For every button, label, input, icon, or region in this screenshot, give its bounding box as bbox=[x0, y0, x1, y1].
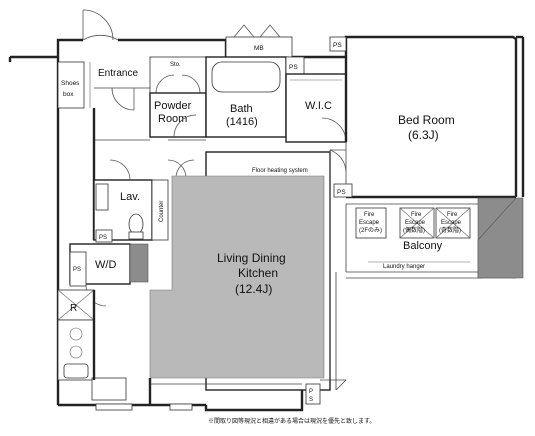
counter: Counter bbox=[151, 179, 169, 241]
bed-room-label-1: Bed Room bbox=[398, 113, 455, 127]
mb-label: MB bbox=[254, 45, 264, 52]
ps-label-bottom-s: S bbox=[309, 397, 313, 403]
bed-room: Bed Room (6.3J) bbox=[329, 57, 516, 205]
powder-room-label-1: Powder bbox=[154, 100, 192, 112]
washer-dryer: PS W/D bbox=[69, 243, 149, 307]
ldk-label-2: Kitchen bbox=[238, 266, 278, 280]
entrance-label: Entrance bbox=[98, 68, 138, 79]
fire-escape-1-line3: (2Fのみ) bbox=[359, 227, 382, 234]
bath-label-2: (1416) bbox=[226, 116, 258, 128]
fire-escape-3-line1: Fire bbox=[447, 212, 458, 218]
wic-label: W.I.C bbox=[305, 100, 332, 112]
fire-escape-2: Fire Escape (偶数階) bbox=[399, 207, 435, 239]
bath-label-1: Bath bbox=[230, 103, 253, 115]
walk-in-closet: W.I.C bbox=[285, 73, 347, 143]
floor-heating-area bbox=[149, 175, 325, 379]
fire-escape-1-line2: Escape bbox=[359, 220, 380, 226]
refrigerator-label: R bbox=[70, 303, 77, 314]
lavatory: Lav. bbox=[92, 108, 153, 241]
fire-escape-2-line3: (偶数階) bbox=[403, 226, 425, 234]
balcony-label: Balcony bbox=[403, 240, 443, 252]
bath: Bath (1416) bbox=[205, 56, 287, 138]
fire-escape-1-line1: Fire bbox=[364, 212, 375, 218]
counter-label: Counter bbox=[159, 201, 165, 222]
ps-label-bedroom: PS bbox=[337, 189, 346, 196]
ps-label-top: PS bbox=[333, 42, 342, 49]
entrance-door bbox=[82, 9, 119, 41]
laundry-hanger-label: Laundry hanger bbox=[383, 264, 425, 270]
fire-escape-2-line1: Fire bbox=[411, 212, 422, 218]
storage: Sto. bbox=[149, 56, 207, 94]
powder-room: Powder Room bbox=[149, 92, 207, 138]
ldk-label-3: (12.4J) bbox=[235, 282, 272, 296]
balcony: Balcony Laundry hanger bbox=[345, 197, 524, 279]
lav-label: Lav. bbox=[120, 191, 140, 203]
kitchen: R bbox=[57, 289, 127, 401]
storage-label: Sto. bbox=[170, 62, 181, 68]
footnote: ※間取り図等現況と相違がある場合は現況を優先と致します。 bbox=[208, 417, 375, 425]
meter-box-area: MB PS bbox=[225, 24, 347, 58]
shoes-box-label-1: Shoes bbox=[61, 80, 80, 87]
ps-label-lav: PS bbox=[99, 235, 107, 241]
bed-room-label-2: (6.3J) bbox=[408, 128, 439, 142]
ldk: Floor heating system Living Dining Kitch… bbox=[148, 150, 337, 405]
wd-label: W/D bbox=[95, 259, 116, 271]
fire-escape-2-line2: Escape bbox=[405, 220, 426, 226]
shoes-box-label-2: box bbox=[63, 91, 74, 98]
ps-label-wd: PS bbox=[73, 267, 81, 273]
bottom-window-marks bbox=[95, 403, 193, 411]
fire-escape-3: Fire Escape (奇数階) bbox=[435, 207, 471, 239]
shoes-box: Shoes box bbox=[57, 61, 91, 109]
ps-label-bath: PS bbox=[289, 64, 298, 71]
fire-escape-3-line2: Escape bbox=[441, 220, 462, 226]
fire-escape-1: Fire Escape (2Fのみ) bbox=[355, 207, 387, 239]
fire-escape-3-line3: (奇数階) bbox=[439, 226, 461, 234]
ps-label-bottom-p: P bbox=[309, 389, 313, 395]
ldk-label-1: Living Dining bbox=[217, 251, 286, 265]
floor-heating-label: Floor heating system bbox=[252, 168, 308, 174]
